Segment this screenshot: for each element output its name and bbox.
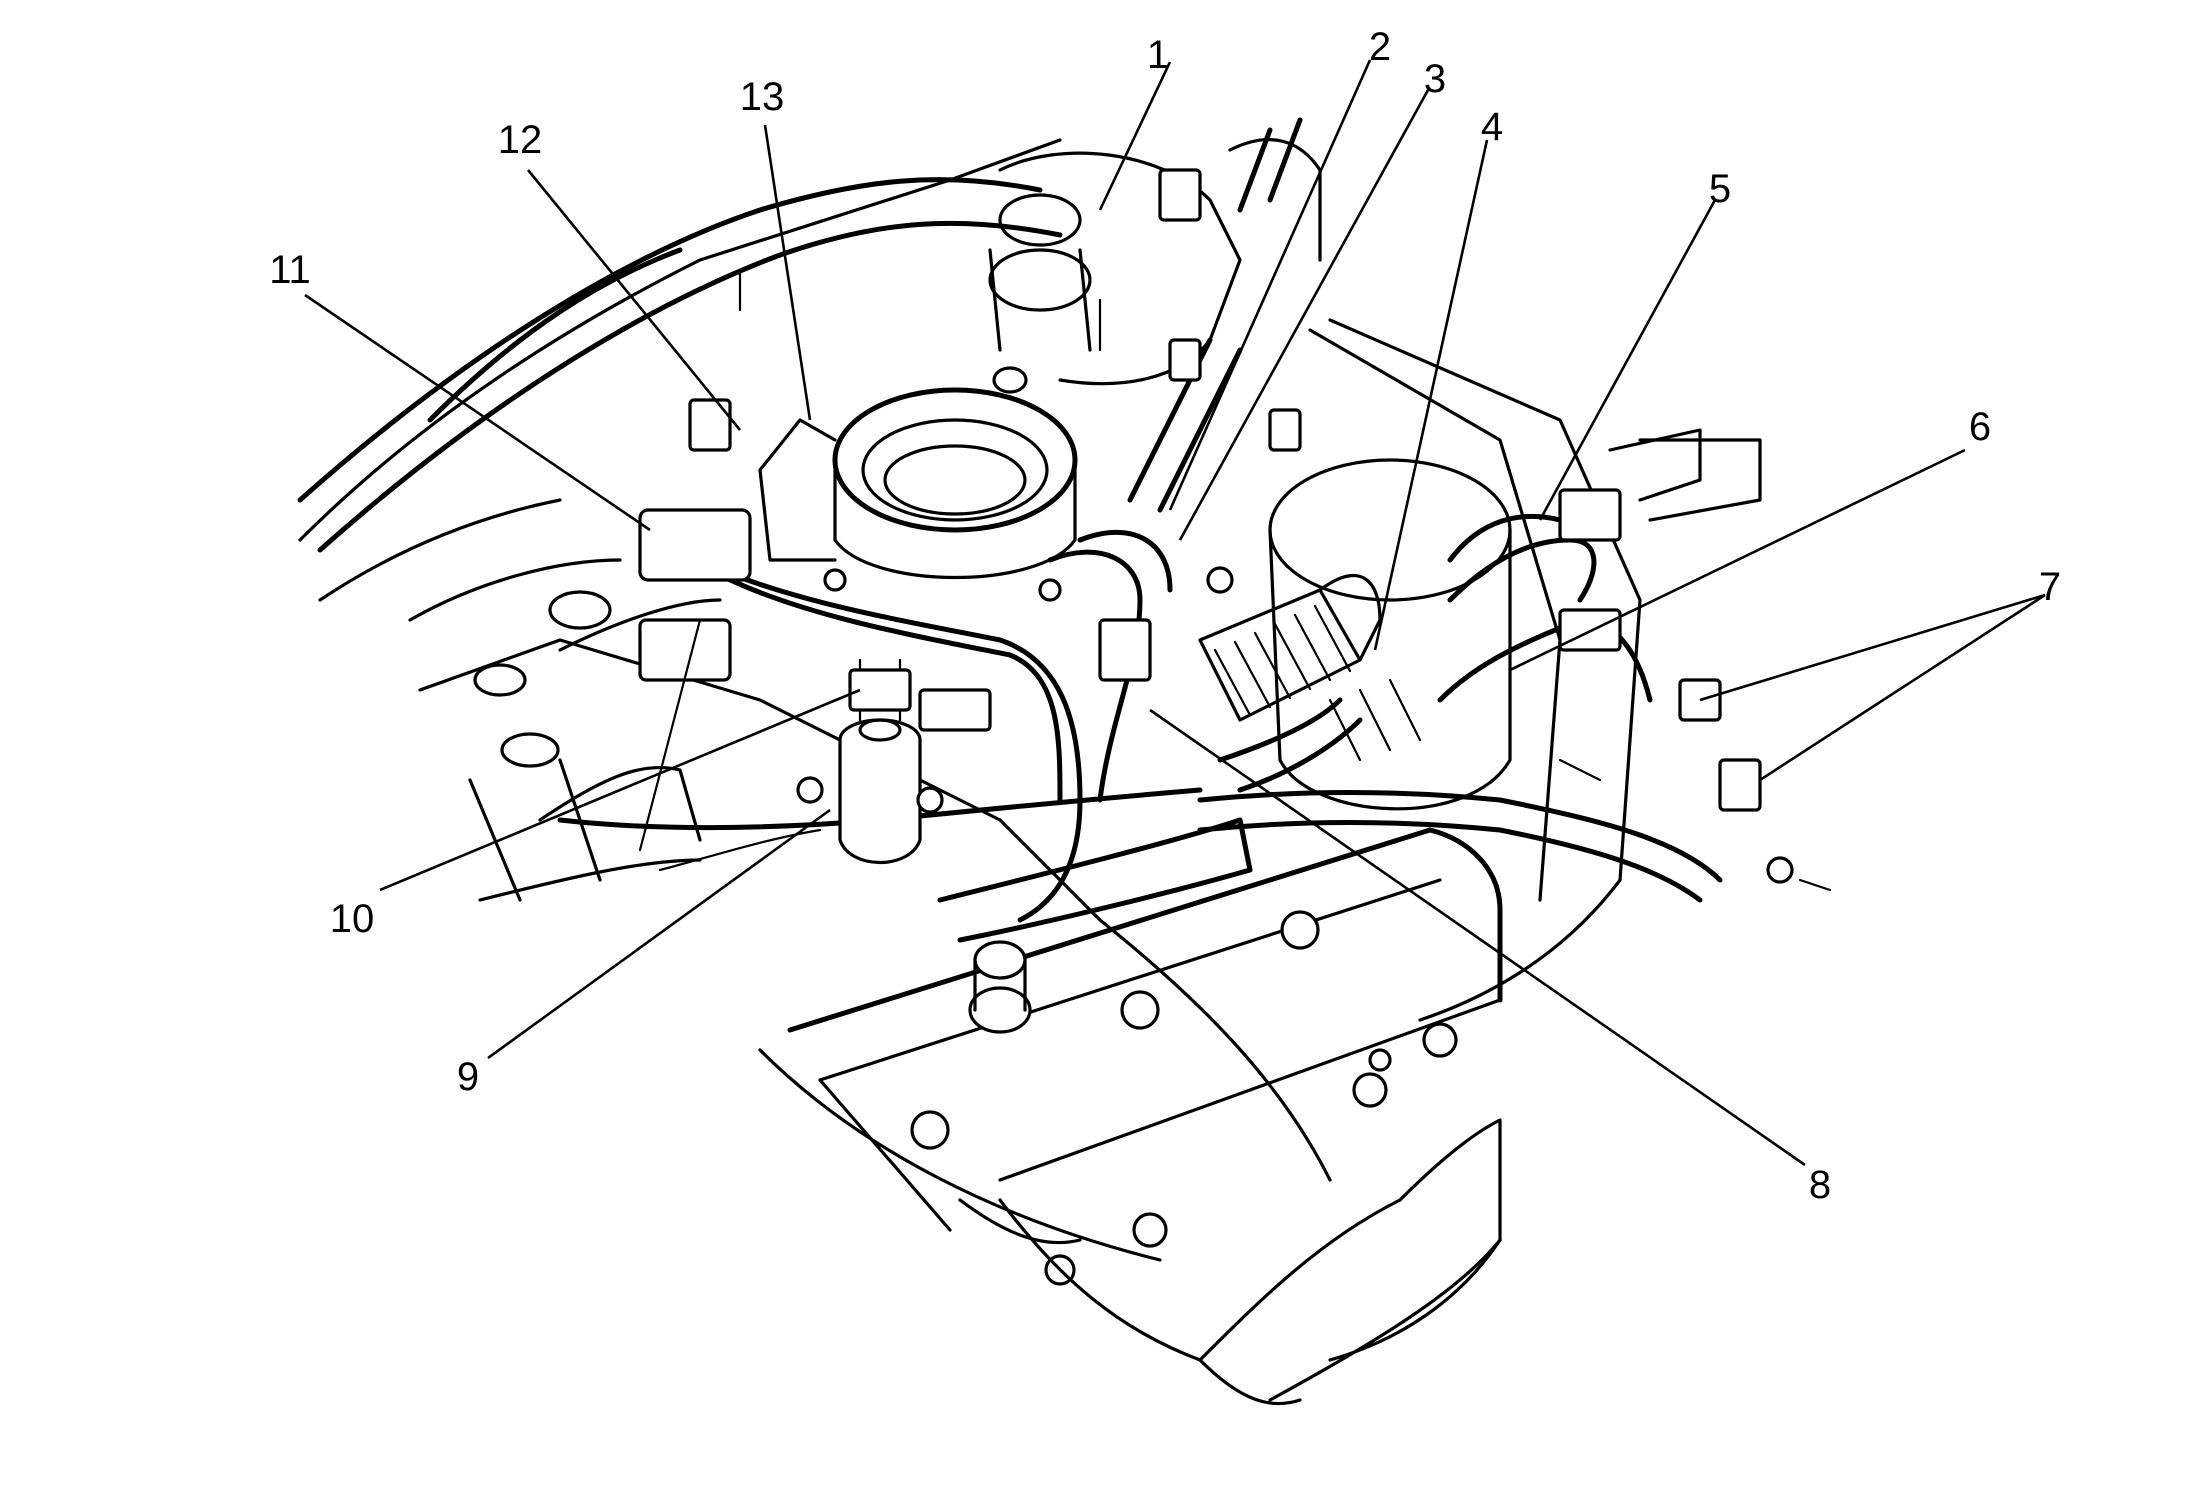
leader-10 bbox=[379, 688, 861, 892]
fuel-pump bbox=[838, 658, 922, 865]
leader-6 bbox=[1509, 448, 1966, 672]
leader-9 bbox=[487, 808, 831, 1060]
leader-11 bbox=[304, 293, 651, 532]
callout-13: 13 bbox=[740, 75, 785, 119]
ignition-module bbox=[1198, 574, 1382, 722]
leader-lines bbox=[304, 59, 2046, 1167]
callout-11: 11 bbox=[269, 248, 311, 292]
leader-13 bbox=[763, 124, 812, 421]
leader-3 bbox=[1178, 89, 1430, 541]
leader-7a bbox=[1699, 593, 2046, 702]
callout-labels: 1 2 3 4 5 6 7 8 9 10 11 12 13 bbox=[269, 25, 2061, 1207]
callout-3: 3 bbox=[1424, 57, 1446, 101]
leader-7b bbox=[1759, 593, 2046, 782]
callout-1: 1 bbox=[1147, 33, 1169, 77]
front-left-details bbox=[408, 558, 702, 902]
callout-4: 4 bbox=[1481, 105, 1503, 149]
leader-12 bbox=[526, 169, 742, 431]
exhaust-manifold bbox=[998, 1118, 1502, 1406]
leader-2 bbox=[1168, 59, 1372, 511]
callout-6: 6 bbox=[1969, 405, 1991, 449]
valve-cover bbox=[787, 827, 1503, 1286]
leader-5 bbox=[1538, 199, 1717, 521]
leader-1 bbox=[1098, 61, 1172, 211]
callout-12: 12 bbox=[498, 118, 543, 162]
fasteners bbox=[538, 268, 1832, 1072]
upper-hoses bbox=[297, 177, 1063, 553]
callout-5: 5 bbox=[1709, 167, 1731, 211]
connectors bbox=[638, 168, 1762, 812]
leader-8 bbox=[1149, 708, 1806, 1167]
callout-9: 9 bbox=[457, 1055, 479, 1099]
callout-2: 2 bbox=[1369, 25, 1391, 69]
heater-hoses bbox=[1127, 117, 1363, 793]
intake-elbow bbox=[988, 138, 1322, 394]
callout-8: 8 bbox=[1809, 1163, 1831, 1207]
valve-cover-bolts bbox=[910, 910, 1458, 1286]
alternator bbox=[1268, 458, 1512, 811]
callout-7: 7 bbox=[2039, 565, 2061, 609]
engine-illustration bbox=[297, 117, 1832, 1406]
leader-4 bbox=[1373, 139, 1489, 651]
callout-10: 10 bbox=[330, 897, 375, 941]
throttle-body bbox=[758, 387, 1078, 602]
